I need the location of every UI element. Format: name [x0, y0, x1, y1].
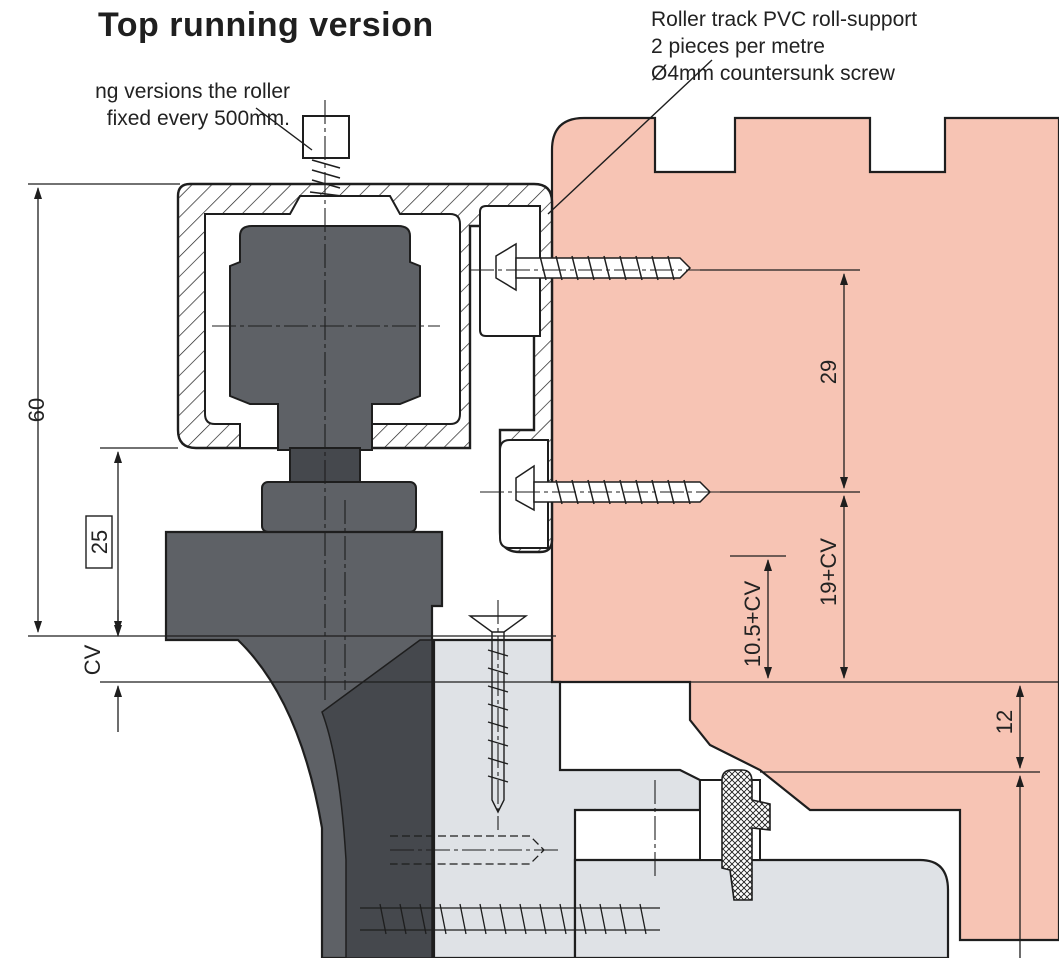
dimension-lines [28, 183, 1059, 958]
timber-header [550, 116, 1059, 942]
roll-support-note-line: Roller track PVC roll-support [651, 8, 918, 31]
leader-roll-support [547, 59, 713, 215]
fixing-note-line: ng versions the roller [95, 80, 290, 103]
roll-support-note: Roller track PVC roll-support 2 pieces p… [651, 6, 917, 87]
centre-lines [212, 100, 720, 880]
frame-section [432, 638, 702, 958]
gasket [721, 769, 771, 901]
page-title: Top running version [98, 6, 434, 44]
fixing-note: ng versions the roller fixed every 500mm… [0, 78, 290, 138]
frame-section-lower [573, 858, 950, 958]
dim-cv: CV [80, 644, 105, 675]
dim-upper-offset: 10.5+CV [740, 581, 765, 668]
dim-overall-height: 60 [24, 398, 49, 422]
hanger-face [321, 639, 433, 958]
screw-upper [495, 242, 692, 292]
dim-step: 12 [992, 710, 1017, 734]
top-screw-thread [309, 159, 343, 197]
dim-screw-spacing: 29 [816, 360, 841, 384]
roller-stem [261, 481, 417, 533]
leader-fixing [255, 107, 313, 151]
top-screw [302, 115, 350, 159]
dim-lower-offset: 19+CV [816, 538, 841, 606]
fixing-note-line: fixed every 500mm. [106, 107, 290, 130]
roll-support-note-line: Ø4mm countersunk screw [651, 62, 895, 85]
roll-support-note-line: 2 pieces per metre [651, 35, 825, 58]
boxed-dimension-frame [85, 515, 113, 569]
dim-boxed-25: 25 [87, 530, 112, 554]
